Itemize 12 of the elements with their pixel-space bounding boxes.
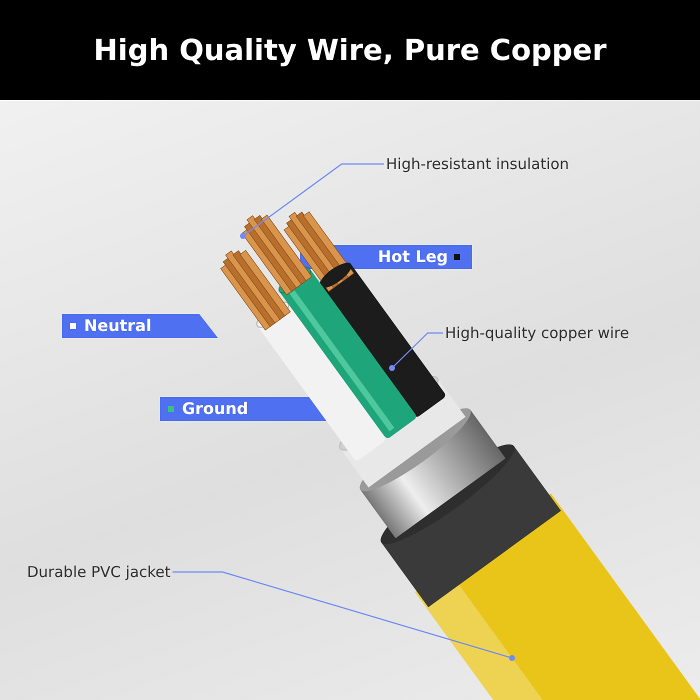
wire-name: Hot Leg	[378, 247, 448, 266]
callout-label: High-quality copper wire	[445, 324, 630, 342]
callout-label: Durable PVC jacket	[27, 563, 171, 581]
title: High Quality Wire, Pure Copper	[94, 33, 606, 67]
leader-line	[240, 163, 384, 239]
callout-label: High-resistant insulation	[386, 155, 570, 173]
wire-name: Neutral	[84, 316, 152, 335]
wire-name: Ground	[182, 399, 248, 418]
leader-line	[389, 332, 443, 371]
copper-strands-drawing	[242, 214, 312, 296]
wire-label-banner	[62, 314, 218, 338]
leader-line	[172, 571, 515, 661]
